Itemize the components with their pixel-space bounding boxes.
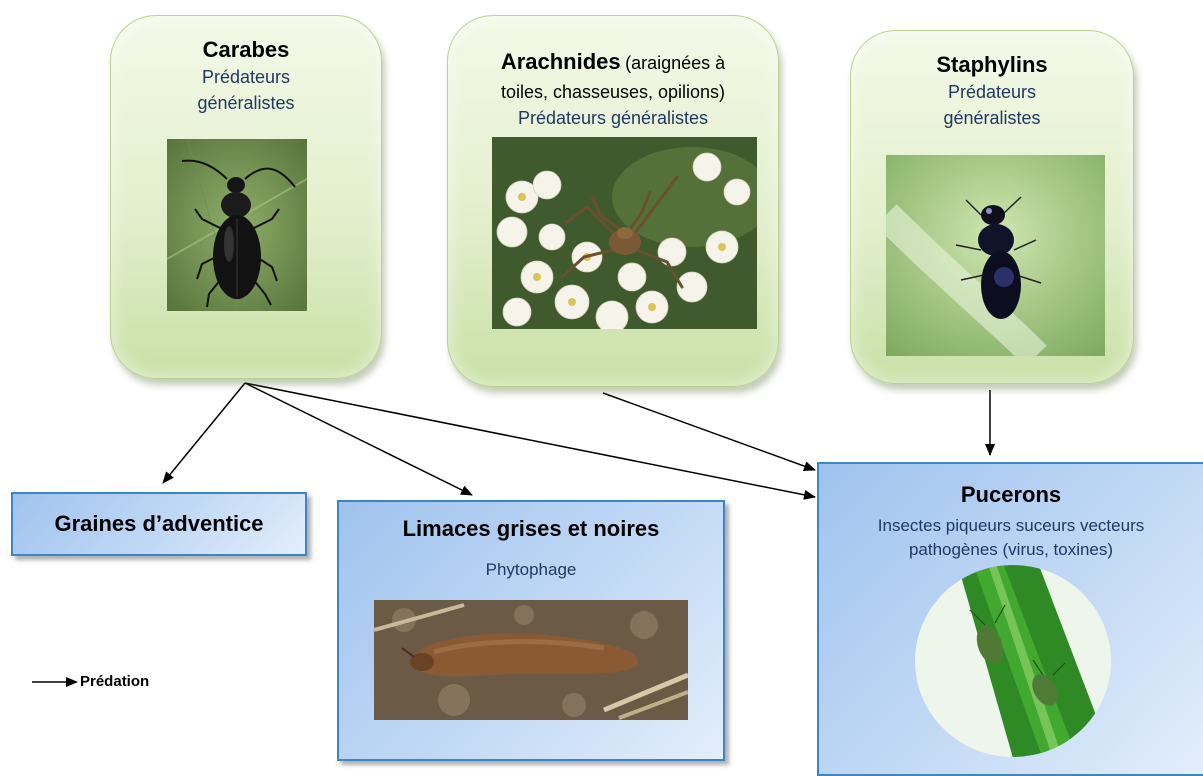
arrow-arachnides-to-pucerons	[603, 393, 815, 470]
arachnides-note-2: toiles, chasseuses, opilions)	[448, 79, 778, 105]
legend-label: Prédation	[80, 673, 149, 690]
arachnides-photo	[492, 137, 757, 329]
arrow-carabes-to-graines	[163, 383, 245, 483]
limaces-subtitle: Phytophage	[339, 558, 723, 582]
arachnides-title: Arachnides	[501, 49, 621, 74]
arachnides-subtitle: Prédateurs généralistes	[448, 105, 778, 131]
arachnides-note-1: (araignées à	[625, 53, 725, 73]
graines-title: Graines d’adventice	[54, 511, 263, 537]
carabes-subtitle-1: Prédateurs	[111, 64, 381, 90]
carabes-subtitle-2: généralistes	[111, 90, 381, 116]
limaces-photo	[374, 600, 688, 720]
arrow-carabes-to-limaces	[245, 383, 472, 495]
carabes-title: Carabes	[111, 36, 381, 64]
legend: Prédation	[32, 673, 149, 690]
staphylins-subtitle-1: Prédateurs	[851, 79, 1133, 105]
arrow-right-icon	[32, 676, 78, 688]
pucerons-subtitle-2: pathogènes (virus, toxines)	[819, 538, 1203, 562]
arrow-carabes-to-pucerons	[245, 383, 815, 497]
staphylins-title: Staphylins	[851, 51, 1133, 79]
graines-box: Graines d’adventice	[11, 492, 307, 556]
staphylins-photo	[886, 155, 1105, 356]
pucerons-subtitle-1: Insectes piqueurs suceurs vecteurs	[819, 514, 1203, 538]
pucerons-title: Pucerons	[819, 482, 1203, 508]
staphylins-subtitle-2: généralistes	[851, 105, 1133, 131]
carabes-photo	[167, 139, 307, 311]
pucerons-photo	[915, 565, 1111, 757]
limaces-title: Limaces grises et noires	[339, 516, 723, 542]
